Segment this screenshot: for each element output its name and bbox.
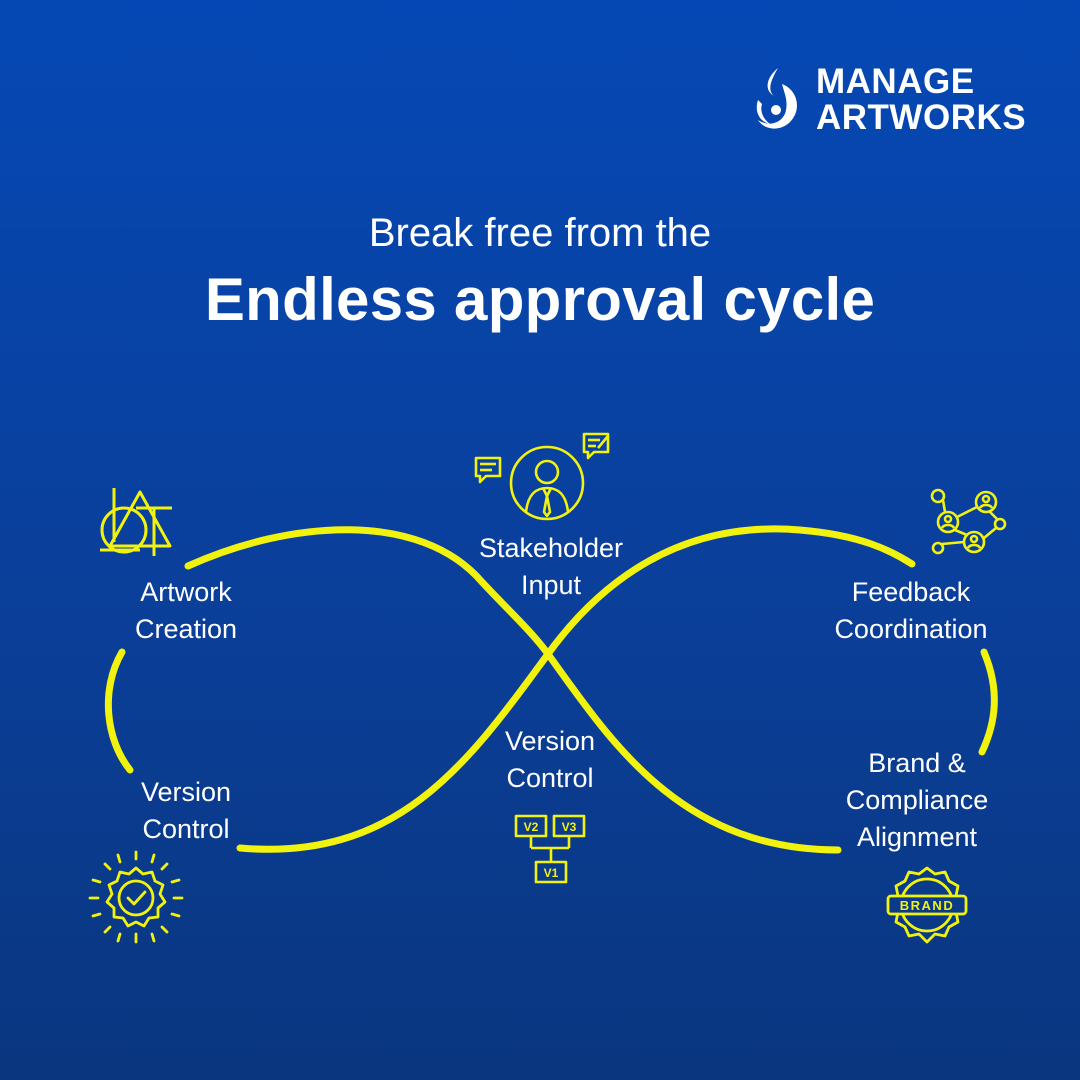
- stage-line: Artwork: [140, 577, 232, 607]
- version-tree-icon: V2 V3 V1: [514, 812, 590, 886]
- stage-label-feedback-coordination: Feedback Coordination: [816, 574, 1006, 648]
- stage-line: Brand &: [868, 748, 966, 778]
- stage-label-stakeholder-input: Stakeholder Input: [461, 530, 641, 604]
- brand-seal-icon: BRAND: [882, 866, 972, 948]
- stage-line: Input: [520, 570, 582, 600]
- badge-check-icon: [88, 850, 184, 944]
- brand-seal-text: BRAND: [900, 898, 954, 913]
- stage-line: Version: [140, 777, 232, 807]
- droplet-swirl-logo-icon: [756, 68, 797, 129]
- stage-line: Compliance: [845, 785, 989, 815]
- stage-label-brand-compliance: Brand & Compliance Alignment: [822, 745, 1012, 856]
- triangle-circle-design-icon: [96, 484, 176, 560]
- brand-logo: MANAGE ARTWORKS: [752, 64, 1032, 140]
- stage-line: Stakeholder: [478, 533, 624, 563]
- headline-subtitle: Break free from the: [368, 211, 712, 255]
- brand-name-line2: ARTWORKS: [816, 98, 1027, 137]
- stage-label-artwork-creation: Artwork Creation: [106, 574, 266, 648]
- stakeholder-chat-icon: [472, 428, 614, 524]
- brand-name-line1: MANAGE: [816, 62, 975, 101]
- stage-label-version-control-center: Version Control: [470, 723, 630, 797]
- headline-title: Endless approval cycle: [204, 266, 876, 333]
- stage-line: Coordination: [834, 614, 988, 644]
- loop-right-bottom-arc: [544, 650, 842, 854]
- loop-left-top-arc: [184, 526, 552, 658]
- version-label-v2: V2: [524, 820, 539, 834]
- loop-right-top-arc: [544, 525, 916, 658]
- stage-line: Control: [142, 814, 230, 844]
- version-label-v3: V3: [562, 820, 577, 834]
- loop-right-side-arc: [978, 648, 998, 756]
- stage-line: Creation: [134, 614, 238, 644]
- brand-wordmark: MANAGE ARTWORKS: [816, 64, 1026, 136]
- stage-line: Control: [506, 763, 594, 793]
- stage-label-version-control-left: Version Control: [106, 774, 266, 848]
- network-people-icon: [928, 486, 1008, 558]
- loop-left-side-arc: [104, 648, 134, 774]
- stage-line: Feedback: [851, 577, 971, 607]
- stage-line: Alignment: [856, 822, 978, 852]
- version-label-v1: V1: [544, 866, 559, 880]
- stage-line: Version: [504, 726, 596, 756]
- loop-left-bottom-arc: [236, 650, 552, 853]
